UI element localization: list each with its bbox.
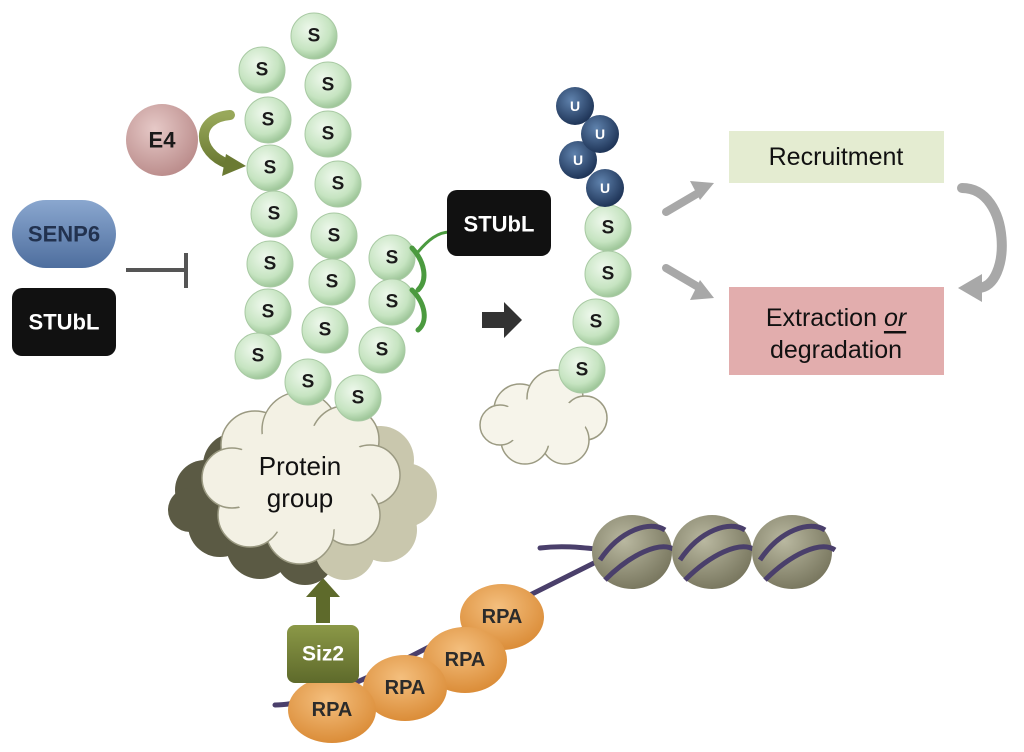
e4-curved-arrow [199,110,246,176]
rpa-protein: RPA [288,677,376,743]
svg-text:STUbL: STUbL [29,310,100,335]
svg-text:RPA: RPA [385,677,426,699]
svg-text:S: S [264,254,277,275]
svg-text:S: S [262,302,275,323]
product-cloud [479,369,608,465]
svg-text:Extraction or: Extraction or [766,304,908,332]
stubl-left-box: STUbL [12,288,116,356]
svg-text:S: S [602,264,615,285]
svg-text:S: S [328,226,341,247]
outcome-arrow-recruitment [662,181,714,216]
svg-text:S: S [326,272,339,293]
svg-text:S: S [322,124,335,145]
svg-text:S: S [376,340,389,361]
svg-text:Siz2: Siz2 [302,643,344,666]
svg-text:Protein: Protein [259,451,341,481]
rpa-protein: RPA [363,655,447,721]
nucleosome [752,515,837,589]
ubiquitin: U [586,169,624,207]
protein-group-cloud: Protein group [168,391,437,585]
chromatin [272,515,837,708]
siz2-ligase: Siz2 [287,625,359,683]
svg-text:SENP6: SENP6 [28,222,100,247]
extraction-box: Extraction or degradation [729,287,944,375]
feedback-loop-arrow [957,183,1007,302]
rpa-chain: RPA RPA RPA RPA [288,584,544,743]
svg-text:S: S [386,292,399,313]
svg-text:Recruitment: Recruitment [769,143,904,171]
svg-text:S: S [322,75,335,96]
stubl-binding-curve [409,245,427,293]
sumo-ubiquitin-chain: S S S S U U U U [556,87,632,394]
svg-text:RPA: RPA [482,606,523,628]
poly-sumo-chains: S S S S S S S S S S S S S S S S S S S [234,12,451,422]
svg-text:degradation: degradation [770,336,902,364]
inhibition-arrow [126,253,188,288]
svg-text:S: S [264,158,277,179]
svg-text:S: S [256,60,269,81]
svg-text:S: S [602,218,615,239]
svg-text:S: S [252,346,265,367]
svg-text:S: S [319,320,332,341]
outcome-arrow-extraction [662,264,714,300]
sumo-chain: S S S S S S S [234,46,298,380]
svg-text:E4: E4 [149,128,177,153]
nucleosome [592,515,677,589]
svg-text:U: U [570,98,580,114]
ubiquitin: U [581,115,619,153]
process-arrow [482,302,522,338]
svg-text:group: group [267,483,334,513]
svg-text:S: S [332,174,345,195]
e4-enzyme: E4 [126,104,198,176]
svg-text:S: S [576,360,589,381]
ubiquitin: U [556,87,594,125]
siz2-up-arrow [306,578,340,623]
stubl-tether [416,230,451,253]
svg-text:STUbL: STUbL [464,212,535,237]
svg-text:S: S [302,372,315,393]
svg-text:S: S [386,248,399,269]
ubiquitin: U [559,141,597,179]
stubl-binding-curve [409,287,427,333]
senp6-protease: SENP6 [12,200,116,268]
stubl-chain-box: STUbL [447,190,551,256]
svg-text:S: S [262,110,275,131]
svg-text:RPA: RPA [312,699,353,721]
nucleosome [672,515,757,589]
svg-text:S: S [268,204,281,225]
svg-text:U: U [595,126,605,142]
svg-text:S: S [590,312,603,333]
svg-text:U: U [573,152,583,168]
sumo-chain: S S S S S S S S [284,12,362,406]
sumo-chain: S S S S [334,234,416,422]
svg-text:S: S [308,26,321,47]
svg-text:U: U [600,180,610,196]
recruitment-box: Recruitment [729,131,944,183]
svg-text:S: S [352,388,365,409]
svg-text:RPA: RPA [445,649,486,671]
